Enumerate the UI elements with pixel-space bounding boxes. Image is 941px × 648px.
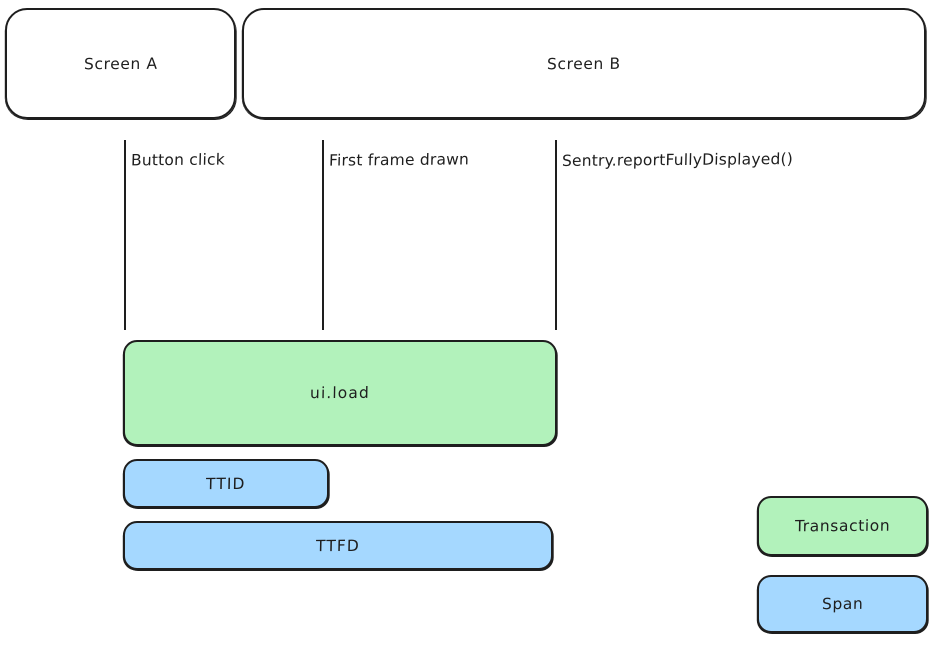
marker-label-first-frame-drawn: First frame drawn: [328, 150, 470, 170]
legend-label-span: Span: [821, 594, 864, 614]
bar-ttfd-label: TTFD: [315, 536, 361, 555]
marker-line-button-click: [124, 140, 126, 330]
marker-label-report-fully-displayed: Sentry.reportFullyDisplayed(): [561, 149, 794, 171]
screen-b-frame[interactable]: Screen B: [242, 8, 926, 119]
screen-a-frame[interactable]: Screen A: [5, 8, 236, 119]
screen-a-label: Screen A: [83, 54, 158, 73]
marker-line-report-fully-displayed: [555, 140, 557, 330]
legend-chip-span[interactable]: Span: [757, 575, 928, 633]
bar-ttid-label: TTID: [206, 474, 246, 493]
bar-ttid[interactable]: TTID: [123, 459, 329, 508]
screen-b-label: Screen B: [546, 54, 622, 73]
legend-label-transaction: Transaction: [794, 516, 891, 536]
bar-ttfd[interactable]: TTFD: [123, 521, 553, 570]
marker-label-button-click: Button click: [130, 150, 226, 170]
bar-ui-load[interactable]: ui.load: [123, 340, 557, 446]
marker-line-first-frame-drawn: [322, 140, 324, 330]
legend-chip-transaction[interactable]: Transaction: [757, 496, 928, 556]
bar-ui-load-label: ui.load: [309, 383, 371, 403]
